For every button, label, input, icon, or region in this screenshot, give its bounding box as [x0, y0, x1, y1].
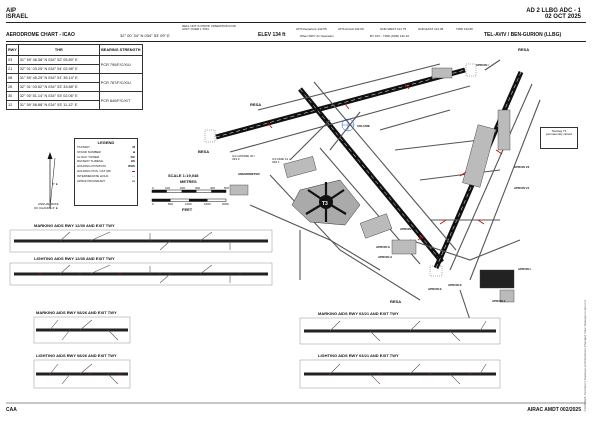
scale-bar [151, 189, 227, 202]
legend-item: RUNWAY THRESH.HS [77, 159, 135, 164]
scale-tick: 2000 [222, 202, 229, 206]
scale-unit-m: METRES [180, 179, 197, 184]
runway-threshold-table: RWY THR BEARING STRENGTH 03 31° 59' 46.3… [6, 44, 143, 110]
ils-gp-label: ILS GP/DME 30 / 333.2 [232, 154, 256, 161]
mag-var-rate: ANNUAL RATE [38, 202, 59, 206]
inset-lights [39, 273, 471, 375]
legend-item: HOLDING POS. CAT II/III▬ [77, 168, 135, 173]
runway-12-30-centreline [299, 88, 443, 263]
inset-title-lighting-12-30: LIGHTING AIDS RWY 12/30 AND EXIT TWY [34, 256, 115, 261]
apron-v2-label: APRON V2 [514, 165, 530, 169]
freq-gnd-east: GND EAST 121.05 [418, 27, 444, 31]
freq-atis-dep: ATIS Departure 132.55 [296, 27, 327, 31]
page-ref: AD 2 LLBG ADC - 1 [526, 8, 581, 14]
aip-label: AIP [6, 8, 17, 14]
table-row: 30 32° 00' 51.14" N 034° 53' 02.06" E PC… [6, 91, 143, 110]
chart-title: AERODROME CHART - ICAO [6, 32, 75, 38]
scale-tick: 300 [195, 186, 201, 190]
taxiway-closed-note: Taxiway T1 permanently closed [540, 127, 578, 149]
apron-j-label: APRON J [492, 299, 506, 303]
inset-title-lighting-08-26: LIGHTING AIDS RWY 08/26 AND EXIT TWY [36, 353, 117, 358]
legend-item: APRON BOUNDARY▭ [77, 178, 135, 183]
table-row: 12 31° 59' 58.88" N 034° 53' 11.12" E [6, 100, 143, 110]
inset-title-marking-08-26: MARKING AIDS RWY 08/26 AND EXIT TWY [36, 310, 117, 315]
footer-amendment: AIRAC AMDT 002/2025 [527, 407, 581, 413]
scale-unit-ft: FEET [182, 207, 193, 212]
rwy-thr: 31° 59' 58.88" N 034° 53' 11.12" E [17, 100, 100, 110]
scale-tick: 1500 [204, 202, 211, 206]
elevation: ELEV 134 ft [258, 32, 286, 38]
header-rule-2 [6, 41, 586, 42]
country-label: ISRAEL [6, 14, 29, 20]
mag-var-change: OF CHANGE 6' E [34, 206, 58, 210]
anemometer-label: ANEMOMETER [238, 172, 260, 176]
apron-buildings [229, 67, 515, 303]
apron-l-label: APRON L [518, 267, 532, 271]
volume-label: VOLUME [357, 124, 370, 128]
apron-k-label: APRON K [448, 283, 462, 287]
besa-label: BESA [198, 149, 210, 154]
legend-item: INTERMEDIATE HOLD- - [77, 173, 135, 178]
freq-gnd-west: GND WEST 121.75 [380, 27, 407, 31]
resa-label-south: RESA [390, 299, 402, 304]
apron-e-label: APRON E [428, 287, 442, 291]
chart-header: AIP ISRAEL AD 2 LLBG ADC - 1 02 OCT 2025… [0, 0, 595, 48]
legend-item: STAND NUMBER■ [77, 149, 135, 154]
apron-i-label: APRON I [476, 63, 489, 67]
freq-rwy21-note: When RWY 21 Operation [300, 34, 334, 38]
magnetic-north-arrow [47, 152, 56, 209]
taxiway-network [229, 59, 541, 321]
inset-title-lighting-03-21: LIGHTING AIDS RWY 03/21 AND EXIT TWY [318, 353, 399, 358]
runway-08-26-centreline [215, 69, 466, 138]
page-date: 02 OCT 2025 [544, 14, 581, 20]
legend-title: LEGEND [97, 140, 115, 145]
scale-tick: 400 [210, 186, 216, 190]
header-notes: DEFL NOT IN PROP. OPERATION FOR ACFT OVE… [182, 24, 236, 31]
holding-positions [267, 83, 503, 241]
scale-tick: 500 [224, 186, 230, 190]
apron-c-label: APRON C [400, 227, 414, 231]
rwy-pcr: PCR 840/F/C/X/T [98, 91, 143, 110]
scale-tick: 100 [165, 186, 171, 190]
freq-by-atc: BY ATC - TWR (ARR) 132.10 [370, 34, 410, 38]
resa-label: RESA [250, 102, 262, 107]
terminal-3 [291, 179, 361, 226]
apron-v1-label: APRON V1 [514, 186, 530, 190]
scale-tick: 1000 [185, 202, 192, 206]
resa-label-east: RESA [518, 47, 530, 52]
inset-diagrams [9, 229, 501, 389]
side-change-note: CHANGES: Terminal 1 Taxiways and Directi… [583, 300, 587, 412]
airport-name: TEL-AVIV / BEN-GURION (LLBG) [484, 32, 562, 38]
arp-coords: 32° 00' 34" N 034° 53' 09" E [120, 33, 170, 38]
scale-tick: 0 [152, 186, 154, 190]
ils-dme-label: ILS DME 12 / 330.1 [272, 157, 290, 164]
inset-title-marking-12-30: MARKING AIDS RWY 12/30 AND EXIT TWY [34, 223, 115, 228]
header-rule [6, 22, 586, 23]
mag-var-value: 5° E [52, 182, 58, 186]
footer-authority: CAA [6, 407, 17, 413]
scale-tick: 200 [180, 186, 186, 190]
scale-tick: 0 [152, 202, 154, 206]
freq-atis-arr: ATIS Arrival 132.50 [338, 27, 364, 31]
apron-h-label: APRON H [378, 255, 392, 259]
inset-title-marking-03-21: MARKING AIDS RWY 03/21 AND EXIT TWY [318, 311, 399, 316]
terminal-3-label: T3 [322, 201, 328, 207]
freq-twr: TWR 134.65 [456, 27, 473, 31]
apron-g-label: APRON G [376, 245, 391, 249]
scale-title: SCALE 1:19,048 [168, 173, 199, 178]
scale-tick: 500 [168, 202, 174, 206]
